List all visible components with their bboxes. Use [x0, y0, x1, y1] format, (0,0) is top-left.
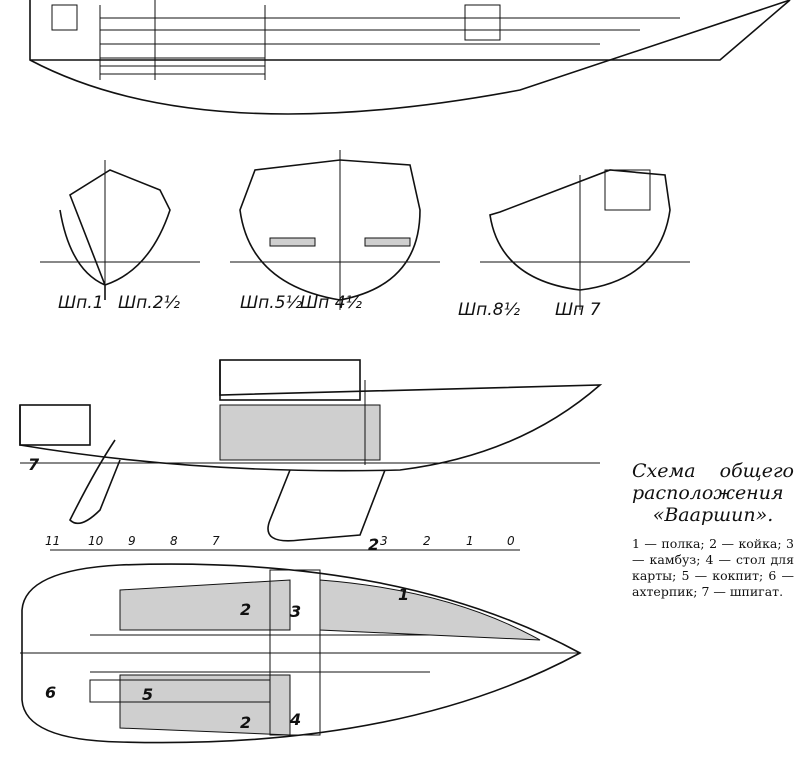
- callout-6: 6: [45, 683, 56, 702]
- figure-caption: Схема общего расположения «Вааршип». 1 —…: [632, 460, 794, 600]
- side-profile: [19, 359, 603, 542]
- plan-view: [20, 563, 582, 744]
- top-hull-view: [29, 0, 791, 115]
- section-label: Шп 4½: [300, 293, 363, 313]
- scale-tick: 10: [88, 534, 104, 548]
- callout-2: 2: [368, 535, 379, 554]
- callout-2: 2: [240, 713, 251, 732]
- scale-tick: 2: [423, 534, 431, 548]
- scale-tick: 0: [507, 534, 515, 548]
- callout-4: 4: [289, 710, 301, 729]
- scale-tick: 8: [170, 534, 178, 548]
- section-label: Шп.8½: [458, 300, 521, 320]
- scale-tick: 9: [128, 534, 136, 548]
- scale-tick: 3: [380, 534, 388, 548]
- callout-5: 5: [142, 685, 153, 704]
- section-label: Шп.5½: [240, 293, 303, 313]
- callout-3: 3: [290, 602, 301, 621]
- section-label: Шп.1: [58, 293, 104, 313]
- callout-7: 7: [28, 455, 40, 474]
- hull-sections: [40, 150, 690, 310]
- caption-legend: 1 — полка; 2 — койка; 3 — камбуз; 4 — ст…: [632, 536, 794, 599]
- scale-tick: 7: [212, 534, 220, 548]
- section-label: Шп.2½: [118, 293, 181, 313]
- section-label: Шп 7: [555, 300, 601, 320]
- callout-1: 1: [398, 585, 409, 604]
- scale-tick: 1: [466, 534, 474, 548]
- scale-tick: 11: [45, 534, 60, 548]
- callout-2: 2: [240, 600, 251, 619]
- caption-title: Схема общего расположения «Вааршип».: [632, 460, 794, 526]
